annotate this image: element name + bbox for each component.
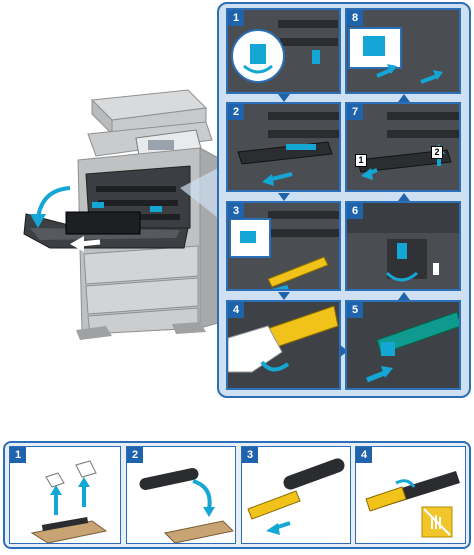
step-number-badge: 4 xyxy=(228,302,244,318)
unpack-panel-3: 3 xyxy=(241,446,351,544)
lever-highlight-2 xyxy=(150,206,162,212)
paper-tray-2 xyxy=(85,277,199,315)
step-panel-8: 8 xyxy=(345,8,461,94)
foot-right xyxy=(172,322,206,334)
step-panel-7: 7 1 2 xyxy=(345,102,461,192)
step-number-badge: 3 xyxy=(228,203,244,219)
mfp-machine-illustration xyxy=(23,89,223,340)
step-panel-4: 4 xyxy=(226,300,341,390)
arrow-up-icon xyxy=(398,94,410,102)
arrow-up-icon xyxy=(398,193,410,201)
step-panel-1: 1 xyxy=(226,8,341,94)
foot-left xyxy=(76,326,112,340)
arrow-down-icon xyxy=(278,292,290,300)
step-panel-6: 6 xyxy=(345,201,461,291)
unpack-panel-4: 4 xyxy=(355,446,466,544)
step-number-badge: 2 xyxy=(127,447,143,463)
arrow-right-icon xyxy=(340,345,348,357)
step-number-badge: 6 xyxy=(347,203,363,219)
lever-highlight-1 xyxy=(92,202,104,208)
pull-out-arrow xyxy=(70,236,84,252)
paper-tray-1 xyxy=(83,245,199,285)
step-number-badge: 8 xyxy=(347,10,363,26)
control-panel-screen xyxy=(148,140,174,150)
callout-label-2: 2 xyxy=(431,146,443,159)
step-number-badge: 4 xyxy=(356,447,372,463)
step-number-badge: 2 xyxy=(228,104,244,120)
step-number-badge: 1 xyxy=(228,10,244,26)
step-panel-2: 2 xyxy=(226,102,341,192)
arrow-down-icon xyxy=(278,94,290,102)
step-number-badge: 3 xyxy=(242,447,258,463)
step-number-badge: 5 xyxy=(347,302,363,318)
step-number-badge: 7 xyxy=(347,104,363,120)
step-panel-3: 3 xyxy=(226,201,341,291)
unpack-panel-1: 1 xyxy=(9,446,121,544)
arrow-up-icon xyxy=(398,292,410,300)
step-number-badge: 1 xyxy=(10,447,26,463)
step-panel-5: 5 xyxy=(345,300,461,390)
unpack-panel-2: 2 xyxy=(126,446,236,544)
arrow-down-icon xyxy=(278,193,290,201)
open-door-arrow xyxy=(36,186,71,219)
callout-label-1: 1 xyxy=(355,154,367,167)
waste-toner-box xyxy=(65,211,141,235)
